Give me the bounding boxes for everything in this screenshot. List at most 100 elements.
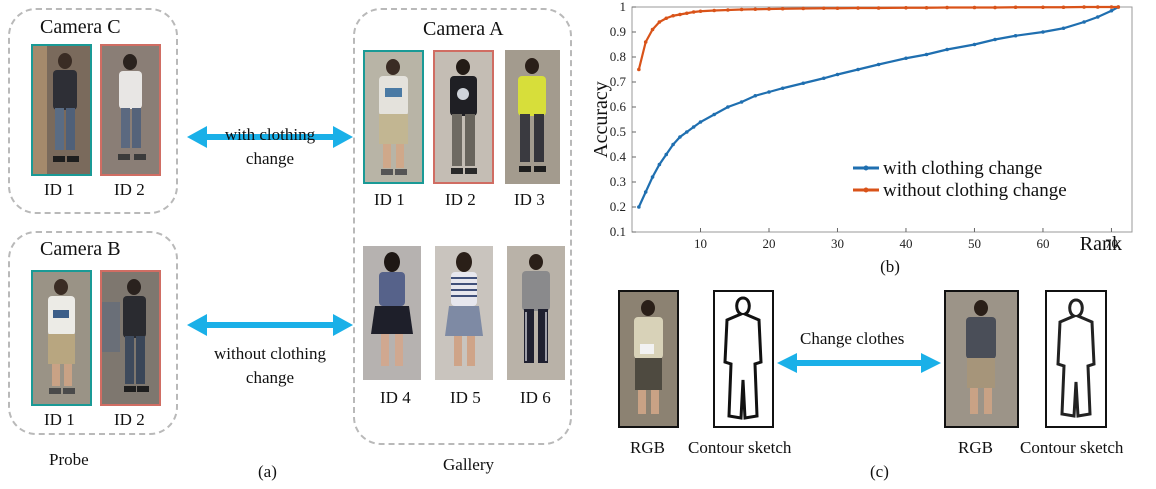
series-2-point bbox=[657, 20, 662, 24]
arrow-without-label-line2: change bbox=[245, 368, 295, 387]
panel-a-caption: (a) bbox=[258, 462, 277, 481]
series-2-point bbox=[767, 7, 771, 11]
gallery-id1-image bbox=[363, 50, 424, 184]
series-line-2 bbox=[637, 5, 1119, 70]
x-tick-label: 10 bbox=[694, 236, 707, 251]
legend-label-2: without clothing change bbox=[883, 180, 1067, 201]
series-1-point bbox=[678, 135, 682, 139]
series-2-point bbox=[821, 6, 826, 11]
camera-c-id2-image bbox=[100, 44, 161, 176]
x-tick-label: 20 bbox=[762, 236, 775, 251]
series-2-point bbox=[876, 6, 881, 10]
camera-c-id1-image bbox=[31, 44, 92, 176]
rgb-label-after: RGB bbox=[958, 438, 993, 457]
series-1-point bbox=[1082, 20, 1086, 24]
series-2-point bbox=[712, 8, 716, 13]
series-1-point bbox=[739, 100, 744, 104]
arrow-without-clothing-change bbox=[187, 314, 353, 336]
series-2-point bbox=[1082, 5, 1086, 9]
series-1-point bbox=[876, 62, 881, 67]
camera-c-group bbox=[8, 8, 178, 214]
y-tick-label: 0.1 bbox=[610, 224, 626, 239]
series-2-point bbox=[856, 6, 860, 10]
series-2-point bbox=[1116, 5, 1121, 9]
gallery-id2-label: ID 2 bbox=[445, 190, 476, 209]
camera-b-id2-image bbox=[100, 270, 161, 406]
x-tick-label: 30 bbox=[831, 236, 844, 251]
gallery-id6-label: ID 6 bbox=[520, 388, 551, 407]
chart-series bbox=[637, 5, 1121, 209]
series-1-point bbox=[993, 37, 997, 42]
camera-b-id1-label: ID 1 bbox=[44, 410, 75, 429]
y-axis-label: Accuracy bbox=[590, 81, 612, 158]
series-1-point bbox=[691, 125, 696, 129]
series-2-point bbox=[1041, 5, 1045, 10]
series-2-point bbox=[650, 27, 655, 32]
series-2-point bbox=[780, 6, 785, 11]
series-1-point bbox=[712, 112, 716, 117]
series-1-point bbox=[767, 90, 771, 94]
series-2-point bbox=[1061, 5, 1066, 10]
series-1-point bbox=[1013, 33, 1018, 38]
series-1-point bbox=[801, 81, 806, 86]
arrow-with-label-line1: with clothing bbox=[224, 125, 316, 144]
panel-c-caption: (c) bbox=[870, 462, 889, 481]
gallery-id2-image bbox=[433, 50, 494, 184]
series-1-point bbox=[821, 76, 826, 81]
arrow-with-label: with clothing change bbox=[195, 123, 345, 171]
contour-sketch-after bbox=[1045, 290, 1107, 428]
camera-a-group bbox=[353, 8, 572, 445]
gallery-id5-image bbox=[435, 246, 493, 380]
x-tick-label: 60 bbox=[1036, 236, 1049, 251]
series-2-point bbox=[904, 5, 908, 10]
change-clothes-arrow bbox=[777, 353, 941, 373]
x-tick-label: 40 bbox=[899, 236, 912, 251]
series-2-point bbox=[643, 40, 648, 44]
y-tick-label: 0.9 bbox=[610, 24, 626, 39]
series-1-point bbox=[643, 190, 648, 194]
y-tick-label: 0.2 bbox=[610, 199, 626, 214]
gallery-id1-label: ID 1 bbox=[374, 190, 405, 209]
series-2-point bbox=[739, 7, 744, 12]
camera-c-id1-label: ID 1 bbox=[44, 180, 75, 199]
camera-b-title: Camera B bbox=[40, 238, 121, 260]
arrow-without-label: without clothing change bbox=[185, 342, 355, 390]
series-1-point bbox=[684, 130, 689, 134]
x-tick-label: 50 bbox=[968, 236, 981, 251]
series-1-point bbox=[671, 142, 675, 147]
series-1-point bbox=[835, 72, 840, 77]
probe-label: Probe bbox=[49, 450, 89, 469]
series-2-point bbox=[835, 6, 840, 11]
series-2-point bbox=[698, 9, 703, 14]
panel-b-caption: (b) bbox=[880, 257, 900, 276]
arrow-with-clothing-change bbox=[187, 126, 353, 148]
contour-sketch-before bbox=[713, 290, 774, 428]
rgb-image-after bbox=[944, 290, 1019, 428]
series-2-point bbox=[801, 6, 806, 11]
y-tick-label: 0.8 bbox=[610, 49, 626, 64]
camera-a-title: Camera A bbox=[423, 18, 504, 40]
gallery-id3-image bbox=[505, 50, 560, 184]
gallery-label: Gallery bbox=[443, 455, 494, 474]
series-1-point bbox=[650, 175, 655, 179]
series-2-point bbox=[1109, 5, 1114, 9]
camera-b-id1-image bbox=[31, 270, 92, 406]
rgb-image-before bbox=[618, 290, 679, 428]
change-clothes-label: Change clothes bbox=[800, 329, 905, 348]
camera-b-group bbox=[8, 231, 178, 435]
series-1-point bbox=[1109, 8, 1114, 13]
x-tick-label: 70 bbox=[1105, 236, 1118, 251]
camera-c-id2-label: ID 2 bbox=[114, 180, 145, 199]
series-2-point bbox=[993, 5, 997, 10]
x-axis-label: Rank bbox=[1080, 233, 1122, 255]
series-1-point bbox=[1061, 26, 1066, 31]
series-1-point bbox=[904, 56, 908, 61]
series-1-point bbox=[1095, 15, 1100, 19]
series-1-point bbox=[780, 86, 785, 91]
gallery-id3-label: ID 3 bbox=[514, 190, 545, 209]
y-tick-label: 0.3 bbox=[610, 174, 626, 189]
gallery-id4-image bbox=[363, 246, 421, 380]
series-2-point bbox=[726, 8, 730, 12]
camera-b-id2-label: ID 2 bbox=[114, 410, 145, 429]
series-2-point bbox=[678, 12, 682, 17]
